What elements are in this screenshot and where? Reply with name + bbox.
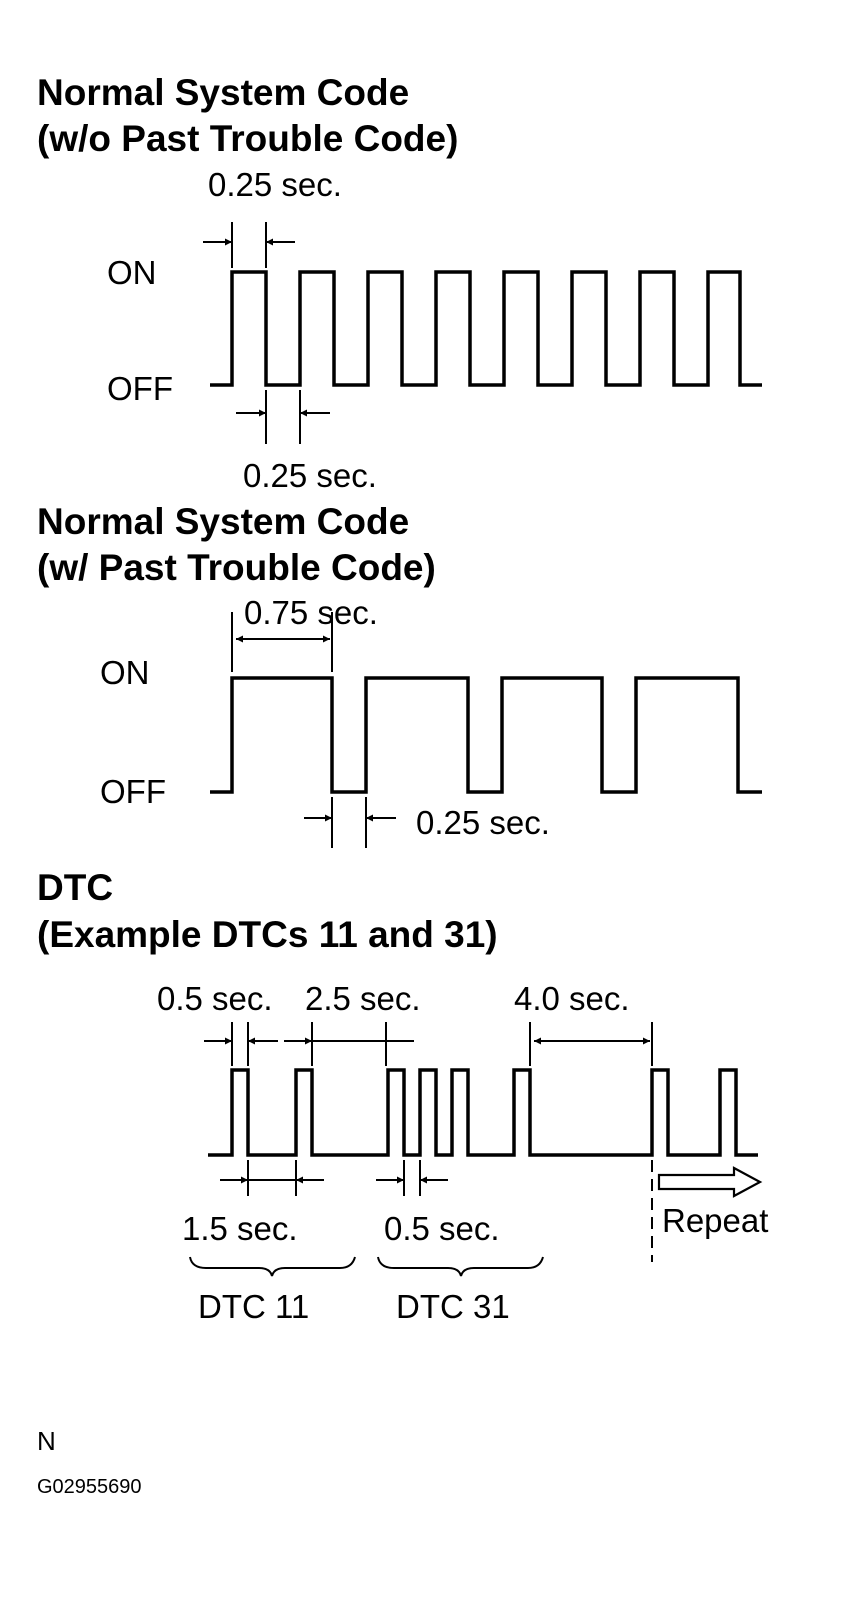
section-3-on-time-dimension (204, 1022, 278, 1066)
section-3-code-gap-dimension (284, 1022, 414, 1066)
section-2-off-time-dimension (304, 797, 396, 848)
section-2-title-line1: Normal System Code (37, 501, 409, 542)
dtc-31-label: DTC 31 (396, 1288, 510, 1325)
section-3-title-line1: DTC (37, 867, 113, 908)
section-3-on-time-label: 0.5 sec. (157, 980, 273, 1017)
footer-letter: N (37, 1426, 56, 1456)
section-2-title-line2: (w/ Past Trouble Code) (37, 547, 436, 588)
section-2-off-label: OFF (100, 773, 166, 810)
section-dtc-example: DTC (Example DTCs 11 and 31) 0.5 sec. 2.… (37, 867, 768, 1325)
section-3-repeat-label: Repeat (662, 1202, 768, 1239)
section-1-waveform (210, 270, 762, 387)
section-2-on-time-label: 0.75 sec. (244, 594, 378, 631)
section-3-repeat-gap-dimension (529, 1022, 653, 1066)
section-3-repeat-gap-label: 4.0 sec. (514, 980, 630, 1017)
section-1-off-label: OFF (107, 370, 173, 407)
dtc-11-label: DTC 11 (198, 1288, 309, 1325)
section-normal-no-past-code: Normal System Code (w/o Past Trouble Cod… (37, 72, 762, 494)
section-3-waveform (208, 1068, 758, 1157)
section-3-off-time-label: 0.5 sec. (384, 1210, 500, 1247)
section-2-on-time-dimension (231, 612, 333, 672)
dtc-31-brace (377, 1256, 544, 1277)
section-normal-with-past-code: Normal System Code (w/ Past Trouble Code… (37, 501, 762, 848)
figure-id: G02955690 (37, 1476, 142, 1498)
section-1-on-time-dimension (203, 222, 295, 268)
dtc-11-brace (189, 1256, 356, 1277)
section-3-code-gap-label: 2.5 sec. (305, 980, 421, 1017)
section-2-waveform (210, 676, 762, 794)
section-1-title-line1: Normal System Code (37, 72, 409, 113)
section-1-title-line2: (w/o Past Trouble Code) (37, 118, 458, 159)
section-1-on-time-label: 0.25 sec. (208, 166, 342, 203)
section-3-off-time-dimension (376, 1160, 448, 1196)
section-1-on-label: ON (107, 254, 157, 291)
repeat-arrow-icon (657, 1166, 763, 1198)
section-3-digit-gap-label: 1.5 sec. (182, 1210, 298, 1247)
section-1-off-time-label: 0.25 sec. (243, 457, 377, 494)
section-3-digit-gap-dimension (220, 1160, 324, 1196)
section-2-on-label: ON (100, 654, 150, 691)
section-1-off-time-dimension (236, 390, 330, 444)
section-2-off-time-label: 0.25 sec. (416, 804, 550, 841)
section-3-title-line2: (Example DTCs 11 and 31) (37, 914, 498, 955)
